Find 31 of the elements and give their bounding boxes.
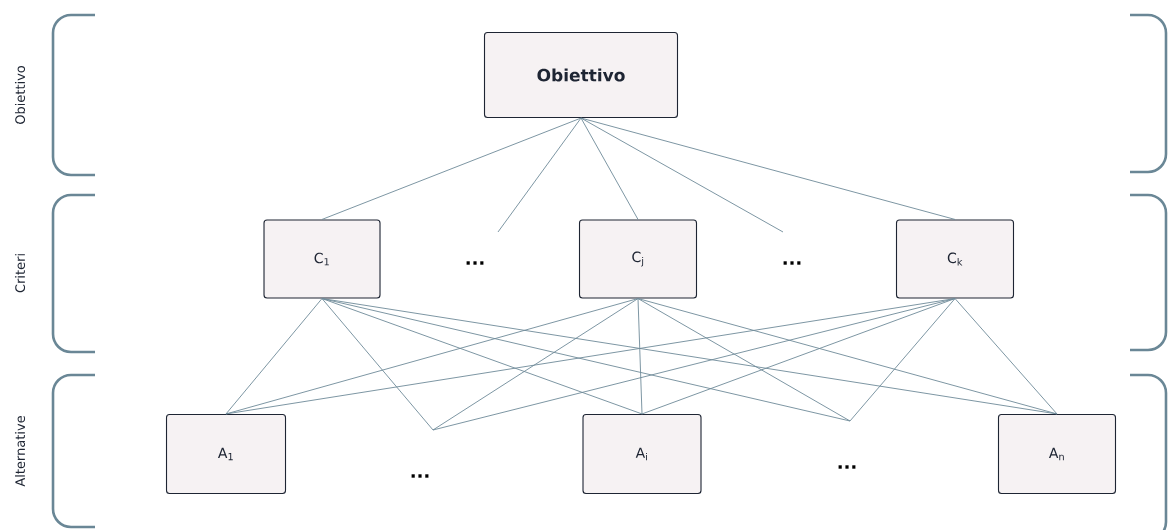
connector: [580, 117, 956, 220]
connector: [321, 298, 434, 431]
alternative-box: A$_{i}$: [582, 413, 702, 495]
connector: [637, 298, 643, 415]
goal-box: Obiettivo: [483, 31, 679, 119]
criterion-box: C$_{k}$: [895, 219, 1015, 299]
connector: [637, 298, 851, 422]
connector: [580, 117, 639, 220]
connector: [321, 298, 1058, 415]
connector: [641, 298, 956, 415]
ellipsis: ...: [466, 261, 484, 265]
connector: [432, 298, 956, 431]
ellipsis: ...: [783, 261, 801, 265]
connector: [637, 298, 1058, 415]
connector: [954, 298, 1058, 415]
section-label: Obiettivo: [15, 65, 26, 125]
connector: [432, 298, 639, 431]
section-label: Criteri: [15, 254, 26, 293]
alternative-box: A$_{1}$: [165, 413, 287, 495]
connector: [321, 298, 851, 422]
section-label: Alternative: [15, 416, 26, 487]
connector: [580, 117, 784, 233]
ellipsis: ...: [838, 465, 856, 469]
criterion-box: C$_{j}$: [578, 219, 698, 299]
connector: [225, 298, 323, 415]
alternative-box: A$_{n}$: [997, 413, 1117, 495]
connector: [321, 117, 582, 220]
connector: [497, 117, 582, 233]
criterion-box: C$_{1}$: [263, 219, 381, 299]
connector: [849, 298, 956, 422]
ellipsis: ...: [411, 474, 429, 478]
